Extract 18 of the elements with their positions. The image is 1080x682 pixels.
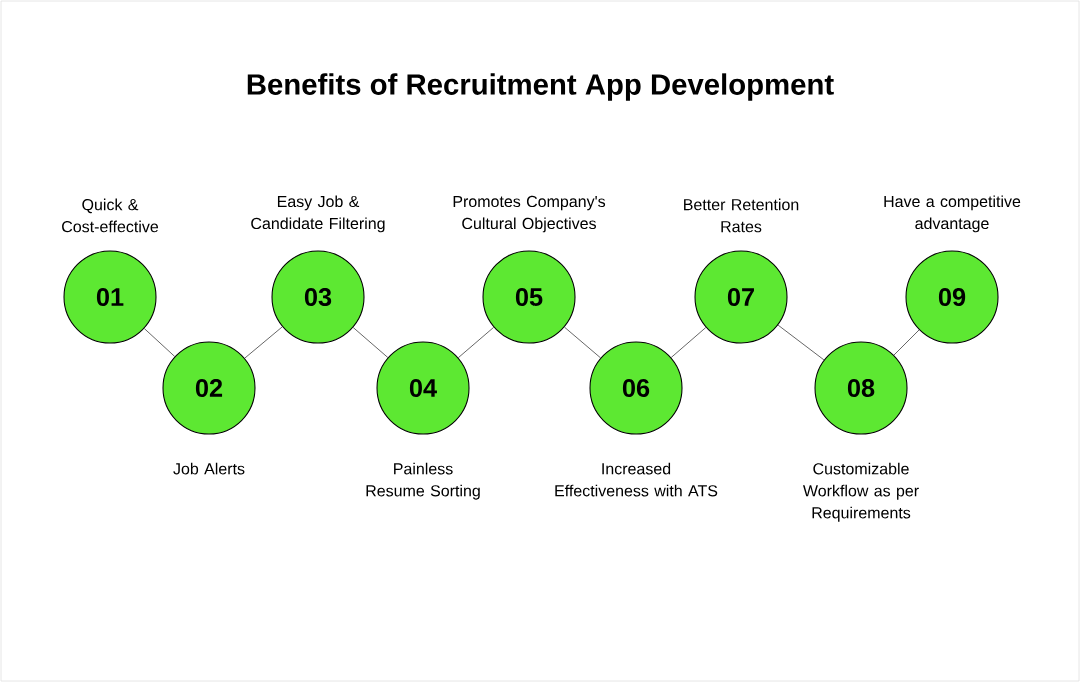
benefit-label: Promotes Company's Cultural Objectives (453, 195, 606, 233)
benefit-label: Increased Effectiveness with ATS (555, 462, 718, 497)
benefit-label: Customizable Workflow as per Requirements (803, 462, 919, 522)
connector-line (777, 324, 825, 361)
benefit-label: Easy Job & Candidate Filtering (251, 195, 385, 233)
title: Benefits of Recruitment App Development (247, 73, 834, 101)
connector-line (244, 326, 283, 359)
benefit-label: Better Retention Rates (684, 198, 799, 233)
benefit-label: Have a competitive advantage (884, 195, 1021, 233)
benefit-label: Quick & Cost-effective (62, 198, 159, 233)
connector-line (457, 326, 495, 359)
connector-line (564, 326, 601, 359)
benefit-label: Job Alerts (173, 462, 245, 475)
connector-line (893, 329, 920, 356)
benefit-label: Painless Resume Sorting (366, 462, 480, 500)
connector-line (143, 328, 176, 357)
connector-line (670, 327, 707, 358)
connector-line (352, 327, 389, 358)
